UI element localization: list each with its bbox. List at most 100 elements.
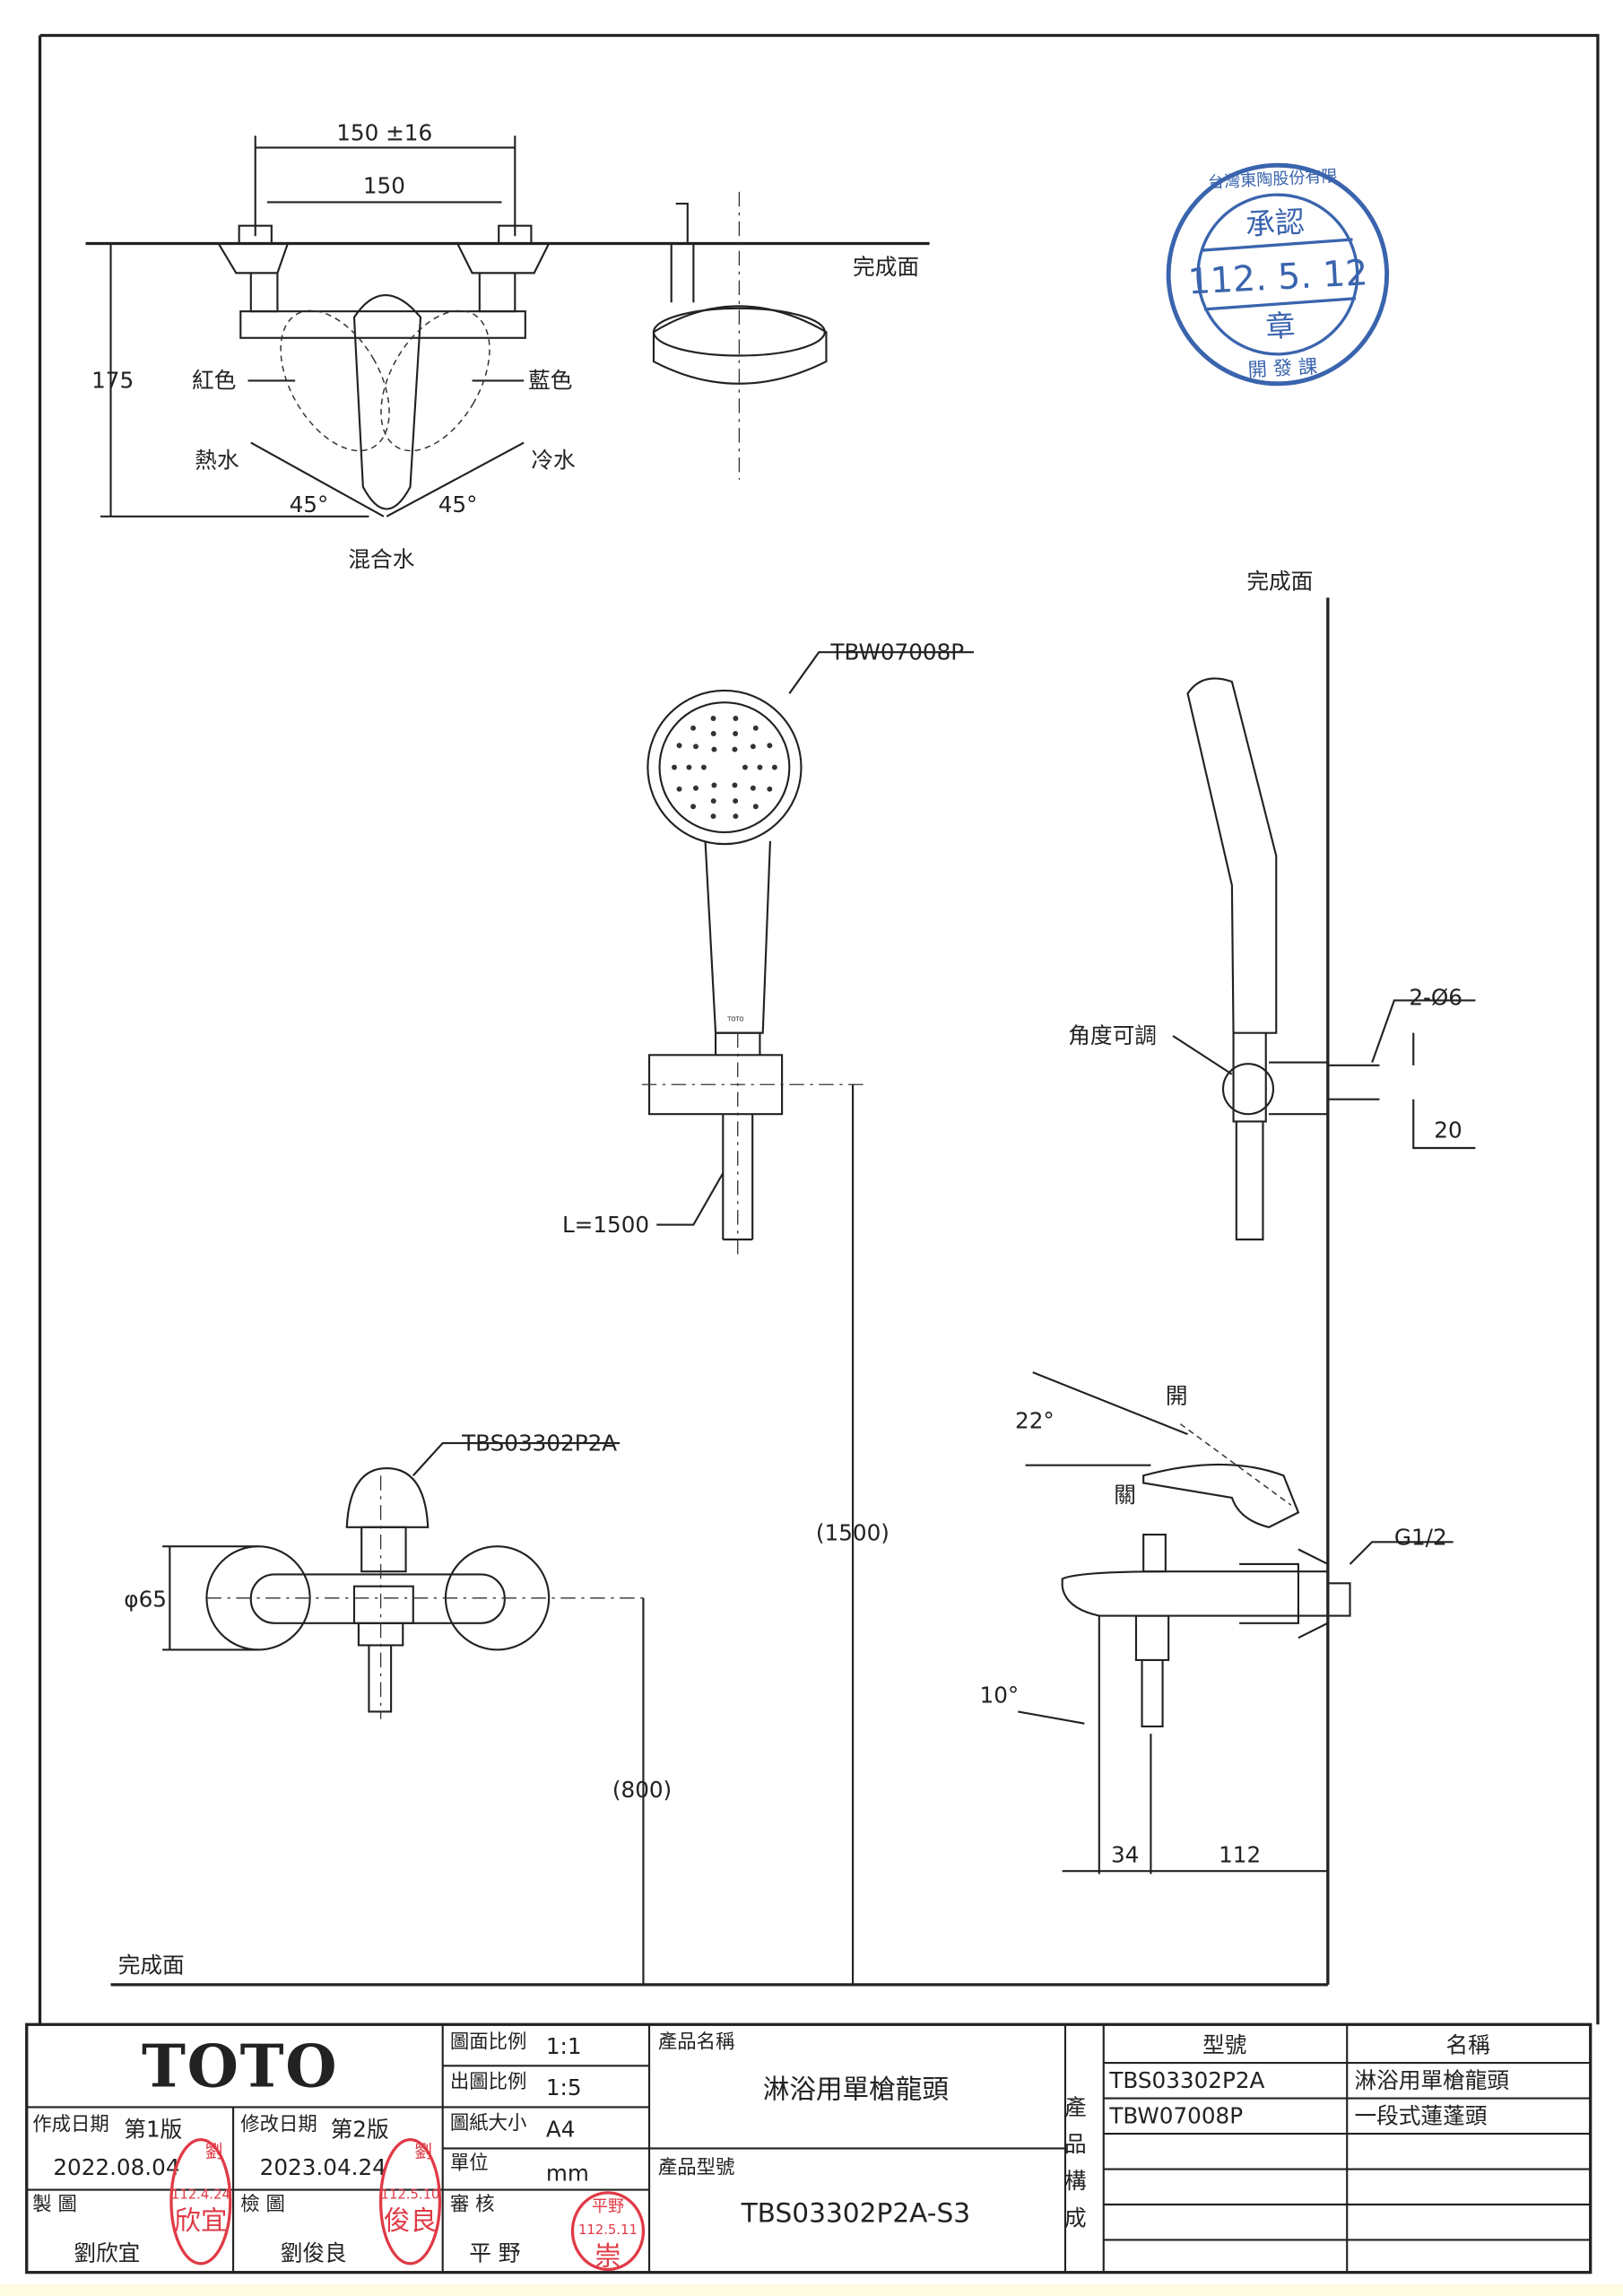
stamp-name: 平野: [592, 2197, 624, 2216]
faucet-drawing: TBS03302P2A φ65 (800) 完成面 22° 開 關 G1/2 1…: [110, 1371, 1454, 1987]
nozzle-dot: [711, 746, 717, 752]
faucet-finish-surface: 完成面: [118, 1952, 185, 1979]
svg-text:章: 章: [1264, 308, 1296, 344]
nozzle-dot: [771, 764, 777, 770]
hot-water-label: 熱水: [195, 448, 239, 474]
nozzle-dot: [733, 716, 739, 721]
nozzle-dot: [710, 716, 716, 721]
composition-label: 產品構成: [1061, 2095, 1087, 2243]
product-model-label: 產品型號: [658, 2156, 735, 2179]
red-stamp-checked: 劉 112.5.10 俊良: [378, 2137, 442, 2266]
checked-by: 劉俊良: [281, 2240, 347, 2266]
faucet-height-dim: (800): [612, 1777, 672, 1803]
shower-finish-surface: 完成面: [1246, 568, 1313, 594]
nozzle-dot: [733, 731, 739, 736]
nozzle-dot: [757, 764, 763, 770]
component-name: 一段式蓮蓬頭: [1354, 2103, 1487, 2129]
dim-34: 34: [1111, 1841, 1139, 1867]
stamp-text: 俊良: [384, 2205, 437, 2236]
product-name: 淋浴用單槍龍頭: [763, 2074, 949, 2105]
nozzle-dot: [676, 743, 682, 749]
modified-label: 修改日期: [240, 2114, 317, 2136]
drawn-label: 製 圖: [32, 2194, 77, 2216]
drawing-scale-label: 圖面比例: [450, 2031, 527, 2054]
modified-version: 第2版: [331, 2116, 389, 2142]
red-stamp-drawn: 劉 112.4.24 欣宜: [169, 2137, 232, 2266]
shower-model-label: TBW07008P: [829, 639, 964, 665]
component-model: TBS03302P2A: [1108, 2067, 1264, 2093]
svg-text:承認: 承認: [1245, 204, 1306, 241]
nozzle-dot: [750, 744, 756, 750]
nozzle-dot: [750, 785, 756, 791]
created-date: 2022.08.04: [53, 2154, 179, 2180]
nozzle-dot: [690, 804, 697, 810]
paper-size: A4: [546, 2116, 576, 2142]
nozzle-dot: [733, 813, 739, 820]
dim-112: 112: [1219, 1841, 1261, 1867]
stamp-name: 劉: [414, 2141, 432, 2161]
header-name: 名稱: [1445, 2032, 1489, 2058]
open-label: 開: [1166, 1383, 1188, 1409]
nozzle-dot: [676, 786, 682, 792]
hose-length-label: L=1500: [562, 1212, 649, 1238]
nozzle-dot: [672, 764, 677, 770]
stamp-text: 崇: [595, 2240, 621, 2271]
component-model: TBW07008P: [1108, 2103, 1243, 2129]
close-label: 關: [1114, 1482, 1136, 1508]
shower-height-dim: (1500): [816, 1520, 890, 1546]
nozzle-dot: [732, 746, 738, 752]
sheet-frame: [38, 33, 1600, 2025]
header-model: 型號: [1202, 2032, 1246, 2058]
unit: mm: [546, 2161, 589, 2187]
red-label: 紅色: [192, 368, 236, 394]
stamp-name: 劉: [205, 2141, 223, 2161]
spout-angle: 10°: [980, 1683, 1020, 1709]
nozzle-dot: [752, 725, 759, 731]
product-name-label: 產品名稱: [658, 2031, 735, 2054]
drawn-by: 劉欣宜: [74, 2240, 140, 2266]
stamp-text: 欣宜: [174, 2205, 227, 2236]
unit-label: 單位: [450, 2152, 489, 2175]
screw-spacing-label: 20: [1434, 1117, 1462, 1143]
svg-text:開 發 課: 開 發 課: [1247, 356, 1318, 382]
toto-logo: TOTO: [142, 2031, 338, 2100]
modified-date: 2023.04.24: [260, 2154, 386, 2180]
angle-left: 45°: [290, 491, 329, 517]
created-version: 第1版: [124, 2116, 182, 2142]
stamp-date: 112.5.11: [578, 2222, 638, 2238]
screw-label: 2-Ø6: [1409, 984, 1462, 1010]
stamp-date: 112.4.24: [171, 2187, 230, 2202]
blue-label: 藍色: [528, 368, 572, 394]
nozzle-dot: [767, 786, 773, 792]
nozzle-dot: [767, 743, 773, 749]
faucet-model-label: TBS03302P2A: [461, 1430, 617, 1456]
reviewed-label: 審 核: [450, 2194, 495, 2216]
dim-inner: 150: [363, 173, 405, 199]
svg-text:112. 5. 12: 112. 5. 12: [1187, 252, 1369, 302]
nozzle-dot: [752, 804, 759, 810]
component-name: 淋浴用單槍龍頭: [1354, 2067, 1509, 2093]
angle-adjust-label: 角度可調: [1068, 1022, 1157, 1048]
nozzle-dot: [693, 744, 699, 750]
diameter-label: φ65: [124, 1587, 167, 1613]
paper-size-label: 圖紙大小: [450, 2112, 527, 2135]
nozzle-dot: [686, 764, 692, 770]
nozzle-dot: [710, 798, 716, 804]
mixed-water-label: 混合水: [348, 546, 414, 572]
angle-right: 45°: [438, 491, 478, 517]
drawing-scale: 1:1: [546, 2033, 582, 2059]
cold-water-label: 冷水: [531, 448, 576, 474]
reviewed-by: 平 野: [469, 2240, 520, 2266]
product-model: TBS03302P2A-S3: [741, 2198, 970, 2229]
nozzle-dot: [733, 798, 739, 804]
shower-brand-mark: TOTO: [726, 1016, 743, 1023]
output-scale: 1:5: [546, 2074, 582, 2100]
thread-label: G1/2: [1394, 1525, 1447, 1551]
nozzle-dot: [710, 813, 716, 820]
title-block: TOTO 圖面比例 1:1 出圖比例 1:5 圖紙大小 A4 單位 mm 作成日…: [25, 2022, 1593, 2274]
nozzle-dot: [732, 782, 738, 788]
created-label: 作成日期: [32, 2114, 108, 2136]
lever-angle: 22°: [1015, 1408, 1055, 1434]
finish-surface-label: 完成面: [853, 254, 919, 280]
